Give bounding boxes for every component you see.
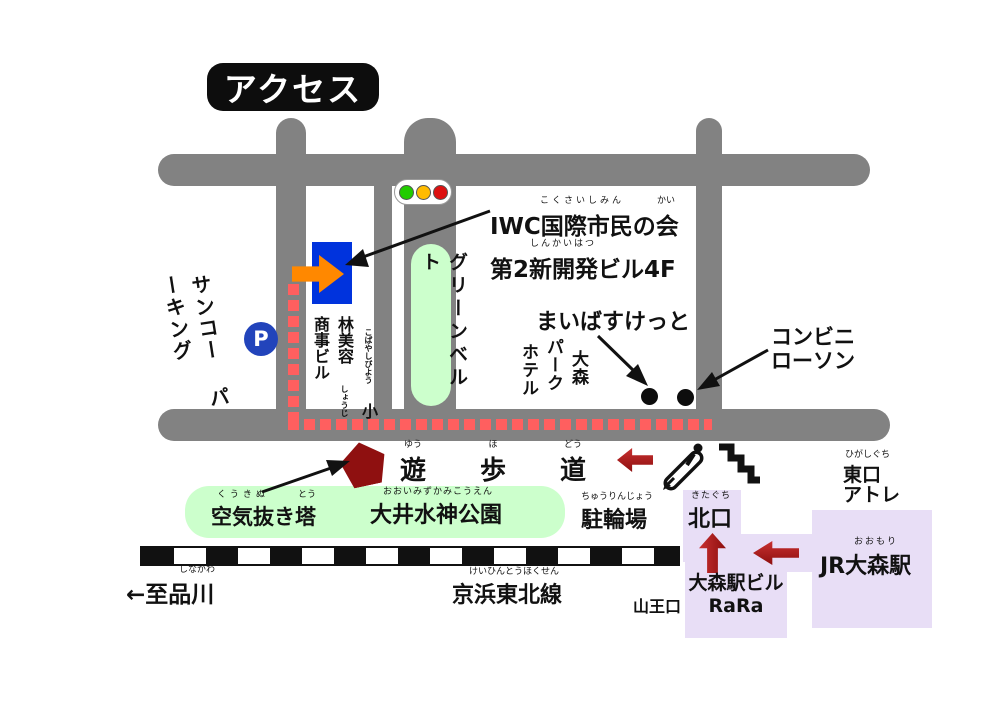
kobayashi-furigana: こばやしびよう: [364, 328, 373, 384]
walking-route-horizontal: [288, 419, 712, 430]
kobayashi-building-label: こばやしびよう 小林美容 しょうじ 商事ビル: [308, 316, 380, 422]
sanno-exit-label: 山王口: [633, 597, 682, 616]
destination-furigana-3: しんかいはつ: [529, 239, 596, 249]
promenade-furi3: どう: [563, 440, 582, 450]
jr-station-furigana: おおもり: [853, 537, 898, 547]
north-exit-label: きたぐち 北口: [688, 491, 738, 533]
destination-furigana-2: かい: [656, 196, 675, 206]
pointer-arrow-maibasket: [596, 334, 648, 386]
promenade-furi1: ゆう: [404, 440, 423, 450]
rara-line2: RaRa: [708, 595, 764, 617]
walking-route-vertical: [288, 284, 299, 420]
omori-park-hotel-label: 大森 パーク ホテル: [516, 338, 591, 424]
air-vent-tower-shape: [337, 438, 390, 490]
greenbelt-area: [411, 244, 451, 406]
parking-icon: P: [244, 322, 278, 356]
sanko-parking-label: サンコー パーキング: [155, 268, 234, 415]
promenade-char3: 道: [559, 456, 586, 486]
park-label: おおいみずかみこうえん 大井水神公園: [368, 487, 508, 529]
map-title-box: アクセス: [207, 63, 379, 111]
north-exit-main: 北口: [688, 507, 733, 532]
hotel-col-park: パーク: [543, 338, 563, 392]
park-furigana: おおいみずかみこうえん: [382, 487, 493, 497]
bicycle-parking-main: 駐輪場: [581, 508, 648, 533]
destination-line1: IWC国際市民の会: [490, 214, 679, 240]
signal-yellow-light: [415, 184, 431, 200]
lawson-label: コンビニ ローソン: [771, 325, 855, 373]
promenade-furi2: ほ: [488, 440, 498, 450]
poi-dot-maibasket: [641, 388, 658, 405]
east-exit-main: 東口: [843, 464, 882, 486]
park-main: 大井水神公園: [370, 503, 503, 528]
east-exit-label: ひがしぐち 東口 アトレ: [843, 450, 923, 507]
keihin-line-label: けいひんとうほくせん 京浜東北線: [452, 568, 580, 610]
maibasketto-label: まいばすけっと: [536, 310, 691, 335]
escalator-icon: [663, 443, 704, 491]
air-tower-furigana-1: くうきぬ: [217, 490, 269, 500]
keihin-line-furigana: けいひんとうほくせん: [468, 567, 559, 577]
shoji-furigana: しょうじ: [340, 385, 349, 417]
railway-line: [140, 546, 680, 566]
lawson-line2: ローソン: [771, 349, 855, 374]
north-exit-furigana: きたぐち: [690, 491, 731, 501]
route-arrow-left-icon: [617, 448, 653, 472]
rara-line1: 大森駅ビル: [688, 572, 784, 594]
road-top-horizontal: [158, 154, 870, 186]
hotel-col-hotel: ホテル: [518, 343, 538, 397]
bicycle-parking-label: ちゅうりんじょう 駐輪場: [579, 492, 659, 534]
promenade-char2: 歩: [479, 456, 506, 486]
shinagawa-furigana: しながわ: [178, 565, 215, 575]
map-title: アクセス: [223, 70, 363, 109]
destination-furigana-1: こくさいしみん: [539, 196, 624, 206]
lawson-line1: コンビニ: [771, 325, 855, 349]
kobayashi-main1: 小林美容: [335, 316, 378, 419]
rara-label: 大森駅ビル RaRa: [686, 568, 786, 617]
promenade-char1: 遊: [400, 456, 427, 486]
poi-dot-lawson: [677, 389, 694, 406]
destination-line2: 第2新開発ビル4F: [490, 257, 676, 283]
to-shinagawa-label: しながわ ←至品川: [126, 565, 236, 609]
destination-label: こくさいしみん かい IWC国際市民の会 しんかいはつ 第2新開発ビル4F: [490, 196, 710, 284]
traffic-light-icon: [394, 179, 452, 205]
promenade-label: ゆう 遊 ほ 歩 どう 道: [400, 437, 586, 487]
jr-station-label: おおもり JR大森駅: [812, 538, 932, 584]
jr-station-area: [812, 510, 932, 628]
keihin-line-main: 京浜東北線: [452, 583, 563, 608]
signal-red-light: [432, 184, 448, 200]
stairs-icon: [719, 443, 760, 484]
shinagawa-main: ←至品川: [126, 582, 215, 608]
greenbelt-label: グリーンベルト: [419, 252, 468, 390]
air-tower-furigana-2: とう: [297, 490, 316, 500]
parking-letter: P: [253, 327, 269, 351]
bicycle-parking-furigana: ちゅうりんじょう: [580, 492, 653, 502]
jr-station-main: JR大森駅: [820, 554, 912, 579]
rara-building-area: [685, 562, 787, 638]
signal-green-light: [398, 184, 414, 200]
hotel-col-omori: 大森: [568, 350, 588, 386]
kobayashi-main2: 商事ビル: [311, 316, 330, 380]
air-tower-main: 空気抜き塔: [211, 505, 316, 529]
air-tower-label: くうきぬ とう 空気抜き塔: [211, 491, 323, 531]
east-exit-sub: アトレ: [843, 484, 901, 506]
east-exit-furigana: ひがしぐち: [845, 450, 891, 460]
park-area: [185, 486, 565, 538]
